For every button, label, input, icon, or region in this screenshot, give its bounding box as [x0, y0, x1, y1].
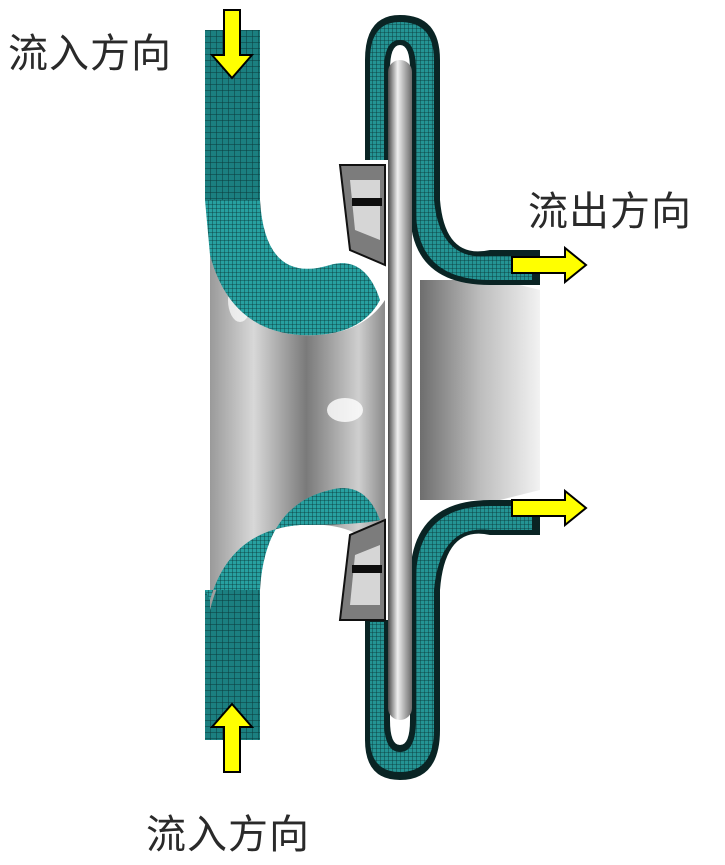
inlet-direction-label-bottom: 流入方向	[146, 812, 310, 858]
inlet-bell-upper-mesh	[205, 200, 380, 336]
outlet-direction-label: 流出方向	[528, 189, 692, 235]
inlet-direction-label-top: 流入方向	[8, 31, 172, 77]
inlet-arrow-bottom	[209, 702, 255, 773]
outlet-arrow-lower	[511, 488, 588, 528]
outlet-duct	[420, 280, 540, 500]
impeller-disc	[388, 60, 412, 720]
inlet-arrow-top	[209, 9, 255, 80]
impeller-blades	[338, 164, 386, 621]
outlet-arrow-upper	[511, 245, 588, 285]
inlet-bell-lower-mesh	[205, 488, 380, 600]
